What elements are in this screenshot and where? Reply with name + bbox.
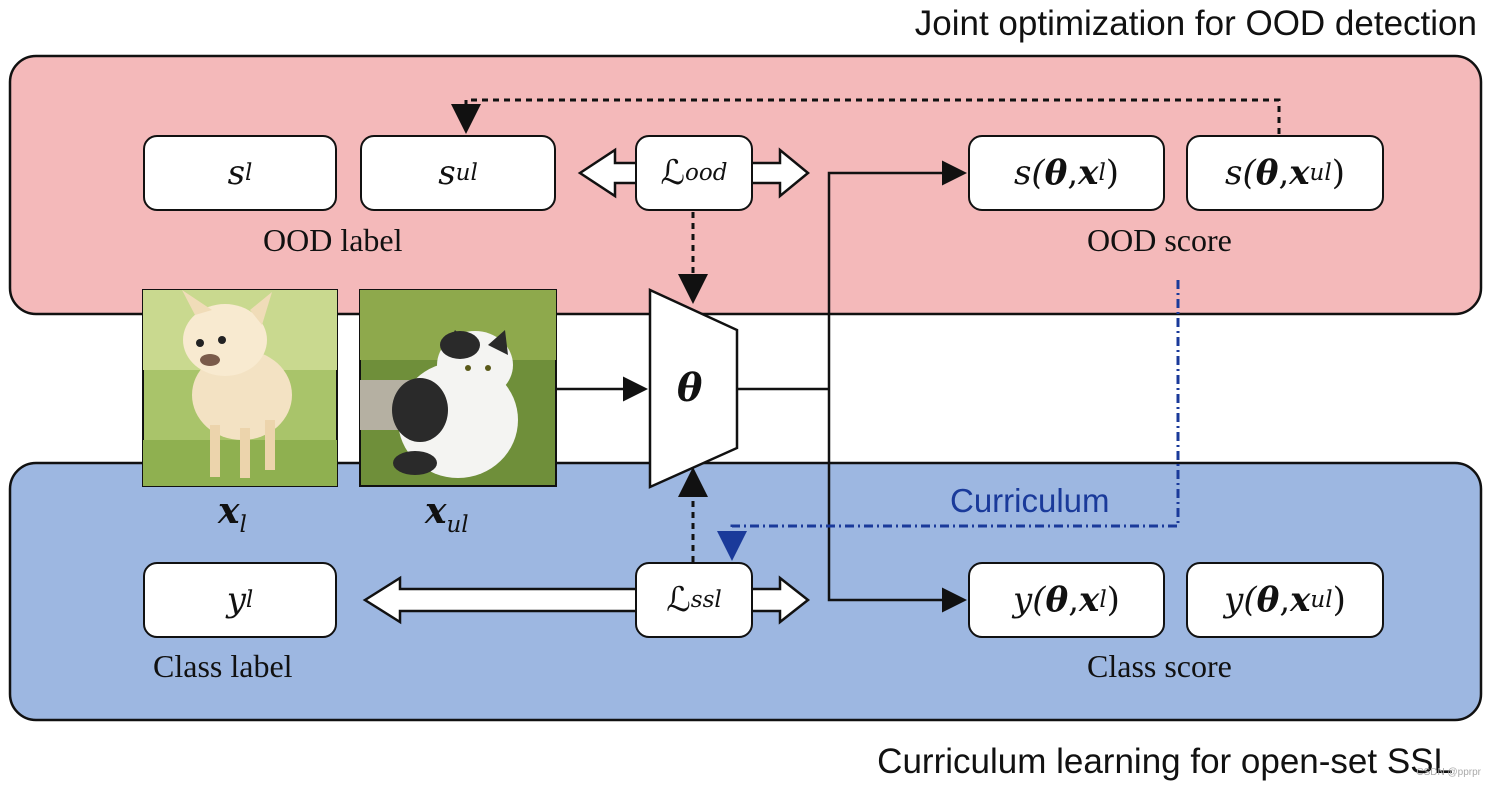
ood-loss-subscript: ood xyxy=(685,160,728,186)
class-score-ul-comma: , xyxy=(1279,580,1291,620)
class-score-l-sub: l xyxy=(1099,587,1107,613)
class-score-caption: Class score xyxy=(1087,648,1232,684)
class-score-ul-x: x xyxy=(1290,580,1311,620)
cat-photo xyxy=(359,289,557,487)
ood-score-ul-suffix: ) xyxy=(1331,153,1345,193)
bottom-title: Curriculum learning for open-set SSL xyxy=(877,742,1453,781)
class-label-caption: Class label xyxy=(153,648,293,684)
ood-score-l-theta: θ xyxy=(1044,153,1068,193)
x-l-label: xl xyxy=(218,490,247,538)
class-score-l-comma: , xyxy=(1068,580,1080,620)
to-class-score-arrow xyxy=(827,389,967,613)
x-ul-label: xul xyxy=(425,490,469,538)
ood-score-l-x: x xyxy=(1078,153,1099,193)
ssl-loss-subscript: ssl xyxy=(690,587,722,613)
s-l-subscript: l xyxy=(245,160,253,186)
ood-score-ul-sub: ul xyxy=(1309,160,1332,186)
y-l-subscript: l xyxy=(245,587,254,613)
class-score-l-suffix: ) xyxy=(1106,580,1120,620)
ood-score-l-comma: , xyxy=(1067,153,1079,193)
class-score-l-prefix: y( xyxy=(1013,580,1046,620)
class-score-l-theta: θ xyxy=(1045,580,1069,620)
class-score-ul-sub: ul xyxy=(1310,587,1333,613)
x-l-subscript: l xyxy=(239,512,247,538)
top-title: Joint optimization for OOD detection xyxy=(914,4,1477,43)
x-ul-symbol: x xyxy=(425,490,447,532)
ood-label-caption: OOD label xyxy=(263,222,403,258)
curriculum-label: Curriculum xyxy=(950,482,1110,519)
feedback-dotted-arrow xyxy=(451,98,1281,134)
ood-score-l-prefix: s( xyxy=(1013,153,1045,193)
ood-score-ul-theta: θ xyxy=(1255,153,1279,193)
ood-score-caption: OOD score xyxy=(1087,222,1232,258)
y-l-symbol: y xyxy=(226,580,246,620)
class-score-ul-prefix: y( xyxy=(1224,580,1257,620)
ood-score-ul-prefix: s( xyxy=(1225,153,1256,193)
ood-score-l-sub: l xyxy=(1098,160,1106,186)
s-ul-symbol: s xyxy=(438,153,456,193)
model-trapezoid xyxy=(648,288,739,489)
s-l-symbol: s xyxy=(227,153,246,193)
to-ood-score-arrow xyxy=(827,160,967,389)
ood-score-ul-comma: , xyxy=(1278,153,1290,193)
model-theta: θ xyxy=(677,365,703,410)
class-score-l-x: x xyxy=(1079,580,1100,620)
ood-score-l-suffix: ) xyxy=(1105,153,1120,193)
ood-loss-symbol: ℒ xyxy=(660,153,686,193)
class-score-ul-theta: θ xyxy=(1256,580,1280,620)
x-ul-subscript: ul xyxy=(446,512,469,538)
ssl-loss-symbol: ℒ xyxy=(666,580,691,620)
x-l-symbol: x xyxy=(218,490,240,532)
curriculum-arrow xyxy=(717,280,1180,561)
watermark: CSDN @pprpr xyxy=(1416,767,1481,778)
class-score-ul-suffix: ) xyxy=(1332,580,1346,620)
dog-photo xyxy=(142,289,338,487)
s-ul-subscript: ul xyxy=(455,160,478,186)
ood-score-ul-x: x xyxy=(1289,153,1310,193)
